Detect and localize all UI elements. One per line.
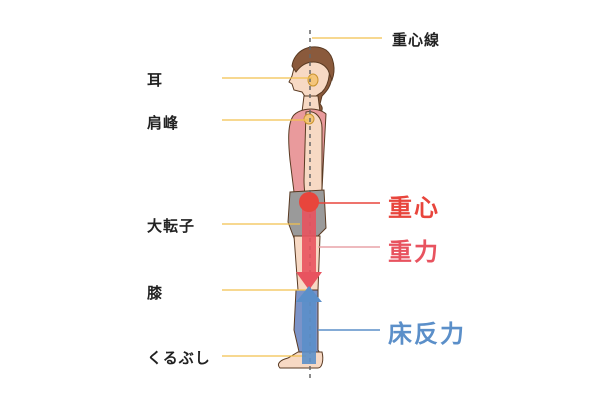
- label-ankle: くるぶし: [147, 349, 211, 367]
- ground-reaction-arrow-head: [296, 286, 322, 302]
- label-knee: 膝: [147, 284, 164, 302]
- label-gravity: 重力: [388, 238, 440, 266]
- gravity-arrow-shaft: [302, 205, 316, 275]
- guide-lines: [222, 37, 382, 357]
- label-acromion: 肩峰: [147, 114, 180, 132]
- label-greater-trochanter: 大転子: [147, 217, 196, 235]
- gravity-arrow-head: [296, 272, 322, 290]
- ground-reaction-arrow-shaft: [302, 302, 316, 364]
- label-ground-reaction: 床反力: [388, 320, 466, 348]
- label-ear: 耳: [147, 71, 164, 89]
- center-of-gravity-dot: [299, 192, 319, 212]
- label-line-of-gravity: 重心線: [392, 31, 441, 49]
- label-center-of-gravity: 重心: [388, 194, 440, 222]
